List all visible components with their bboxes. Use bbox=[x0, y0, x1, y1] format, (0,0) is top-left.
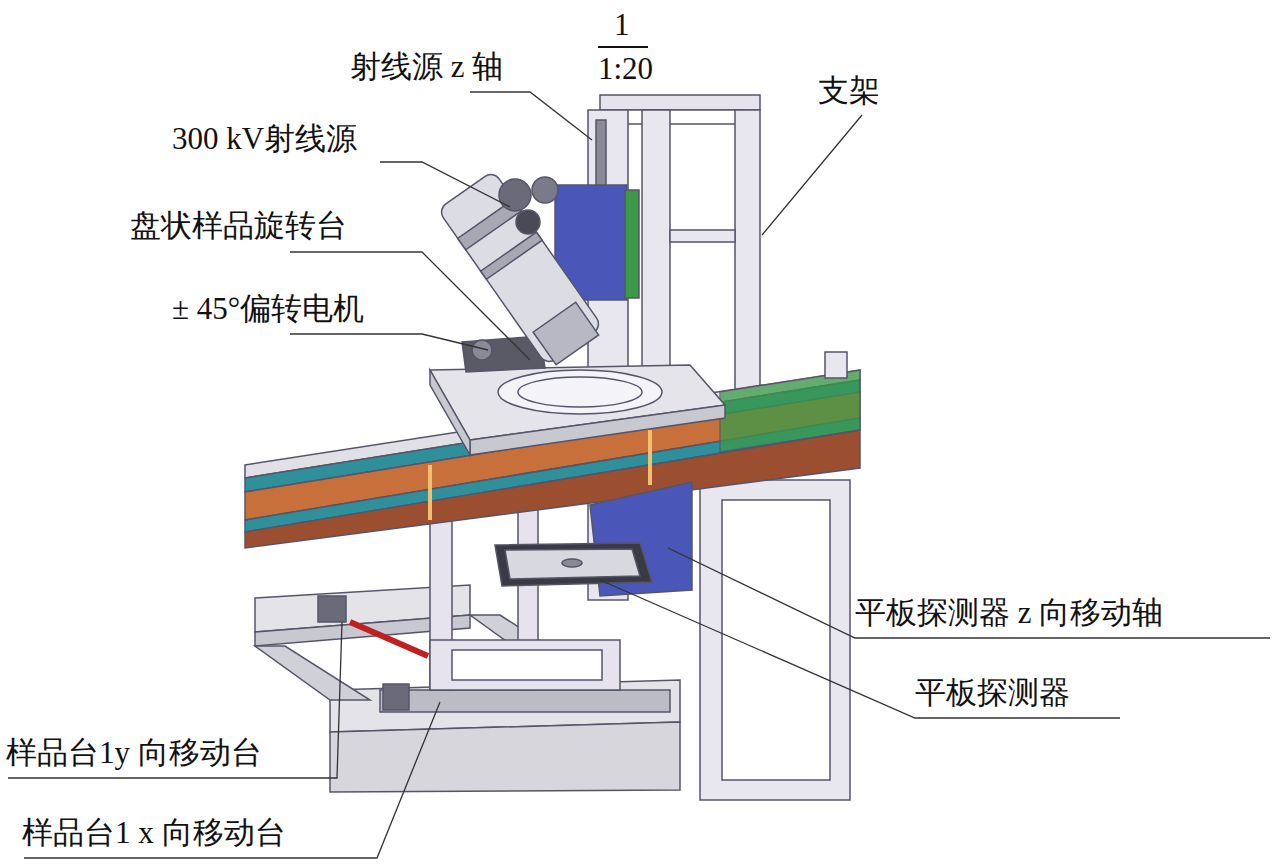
part-label: 平板探测器 bbox=[915, 674, 1070, 711]
part-label: 1:20 bbox=[598, 50, 653, 87]
part-label: 样品台1y 向移动台 bbox=[6, 734, 262, 771]
part-label: 样品台1 x 向移动台 bbox=[22, 814, 286, 851]
part-label: 射线源 z 轴 bbox=[350, 48, 503, 85]
part-label: ± 45°偏转电机 bbox=[172, 290, 364, 327]
part-label: 平板探测器 z 向移动轴 bbox=[855, 594, 1163, 631]
part-label: 支架 bbox=[818, 72, 880, 109]
part-label: 1 bbox=[614, 6, 630, 43]
part-label: 盘状样品旋转台 bbox=[130, 207, 347, 244]
part-label: 300 kV射线源 bbox=[172, 120, 357, 157]
